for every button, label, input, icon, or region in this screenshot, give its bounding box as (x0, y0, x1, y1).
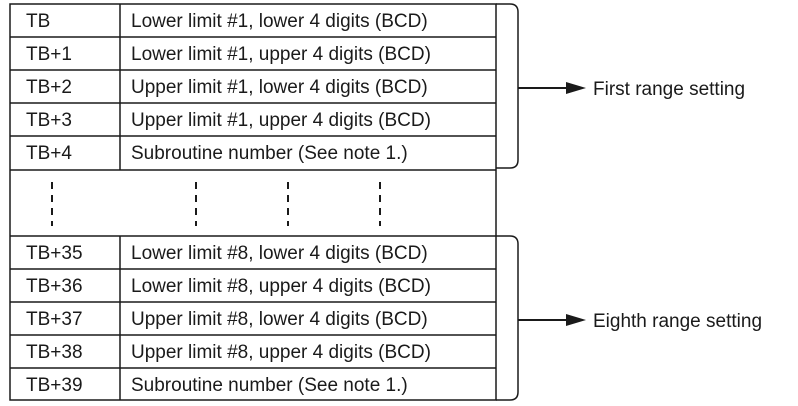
address-cell: TB+39 (26, 375, 83, 396)
eighth-range-arrowhead-icon (566, 314, 586, 326)
address-cell: TB+4 (26, 143, 72, 164)
address-cell: TB+2 (26, 77, 72, 98)
first-range-bracket (496, 3, 519, 169)
address-cell: TB+1 (26, 44, 72, 65)
eighth-range-bracket (496, 235, 519, 401)
description-cell: Upper limit #8, lower 4 digits (BCD) (131, 309, 428, 330)
description-cell: Upper limit #8, upper 4 digits (BCD) (131, 342, 431, 363)
eighth-range-label: Eighth range setting (593, 311, 762, 332)
description-cell: Subroutine number (See note 1.) (131, 143, 408, 164)
address-cell: TB+38 (26, 342, 83, 363)
first-range-label: First range setting (593, 79, 745, 100)
description-cell: Lower limit #1, lower 4 digits (BCD) (131, 11, 428, 32)
address-cell: TB+37 (26, 309, 83, 330)
last-block-row-lines (10, 235, 496, 369)
description-cell: Lower limit #8, lower 4 digits (BCD) (131, 243, 428, 264)
description-cell: Upper limit #1, lower 4 digits (BCD) (131, 77, 428, 98)
description-cell: Lower limit #8, upper 4 digits (BCD) (131, 276, 431, 297)
address-cell: TB+36 (26, 276, 83, 297)
address-cell: TB+3 (26, 110, 72, 131)
address-cell: TB+35 (26, 243, 83, 264)
ellipsis-dashes (51, 182, 381, 226)
description-cell: Subroutine number (See note 1.) (131, 375, 408, 396)
table-border (9, 3, 497, 401)
first-range-arrowhead-icon (566, 82, 586, 94)
first-block: TB Lower limit #1, lower 4 digits (BCD) … (26, 11, 431, 164)
description-cell: Lower limit #1, upper 4 digits (BCD) (131, 44, 431, 65)
first-block-row-lines (10, 36, 496, 171)
last-block: TB+35 Lower limit #8, lower 4 digits (BC… (26, 243, 431, 396)
description-cell: Upper limit #1, upper 4 digits (BCD) (131, 110, 431, 131)
address-cell: TB (26, 11, 50, 32)
